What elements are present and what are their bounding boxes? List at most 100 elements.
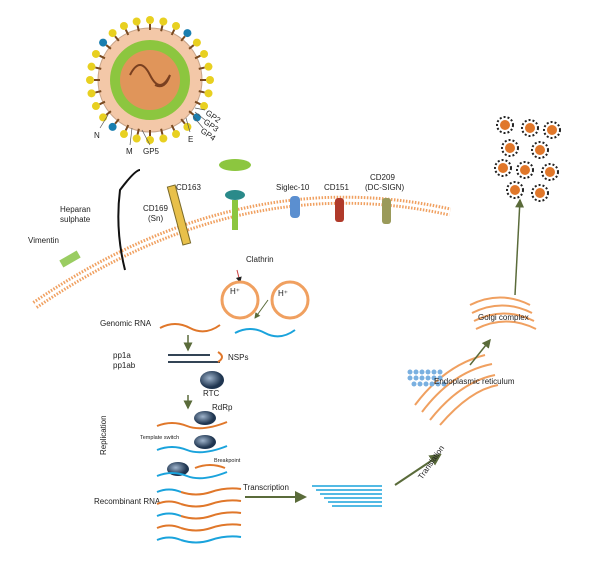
label-translation: Translation bbox=[416, 444, 446, 481]
spike-stalk bbox=[180, 35, 186, 42]
spike-head bbox=[108, 122, 117, 131]
virion-core bbox=[535, 188, 545, 198]
label-rtc: RTC bbox=[203, 389, 220, 398]
siglec-10-receptor bbox=[290, 196, 300, 218]
virion-particle bbox=[521, 119, 539, 137]
spike-head bbox=[132, 134, 141, 143]
spike-head bbox=[159, 134, 168, 143]
rna-segment bbox=[180, 523, 242, 532]
ribosome bbox=[423, 381, 429, 387]
ribosomes bbox=[407, 369, 447, 387]
ribosome bbox=[431, 375, 437, 381]
label-pp1a: pp1a bbox=[113, 351, 131, 360]
virion-core bbox=[498, 163, 508, 173]
virion-core bbox=[520, 165, 530, 175]
label-sn: (Sn) bbox=[148, 214, 163, 223]
spike-stalk bbox=[180, 118, 186, 125]
endosome-1 bbox=[220, 280, 260, 320]
spike-stalk bbox=[170, 124, 176, 131]
virion-particle bbox=[516, 161, 534, 179]
virion-core bbox=[510, 185, 520, 195]
virion-particle bbox=[541, 163, 559, 181]
rna-segment bbox=[156, 512, 182, 517]
spike-stalk bbox=[188, 44, 195, 50]
rna-segment bbox=[180, 487, 242, 496]
virion: N M GP5 E GP2 GP3 GP4 bbox=[86, 16, 223, 156]
spike-stalk bbox=[198, 90, 205, 94]
recombinant-rna-strands bbox=[156, 487, 242, 544]
ribosome bbox=[431, 369, 437, 375]
rna-segment bbox=[180, 535, 242, 544]
virion-core bbox=[545, 167, 555, 177]
label-sulphate: sulphate bbox=[60, 215, 91, 224]
label-replication: Replication bbox=[99, 415, 108, 455]
virion-core bbox=[500, 120, 510, 130]
label-e: E bbox=[188, 135, 193, 144]
virion-particle bbox=[494, 159, 512, 177]
spike-head bbox=[119, 130, 128, 139]
cell-membrane bbox=[32, 195, 451, 309]
spike-stalk bbox=[95, 66, 102, 70]
subgenomic-rnas bbox=[312, 485, 382, 507]
spike-stalk bbox=[160, 128, 164, 135]
label-vimentin: Vimentin bbox=[28, 236, 59, 245]
ribosome bbox=[441, 381, 447, 387]
cd169-receptor bbox=[166, 184, 192, 246]
rna-segment bbox=[156, 536, 182, 541]
receptors: Heparan sulphate Vimentin CD169 (Sn) CD1… bbox=[28, 159, 404, 271]
spike-stalk bbox=[105, 110, 112, 116]
cd163-receptor bbox=[219, 159, 251, 171]
virion-core bbox=[547, 125, 557, 135]
spike-head bbox=[200, 49, 209, 58]
spike-head bbox=[172, 130, 181, 139]
label-breakpoint: Breakpoint bbox=[214, 458, 241, 464]
spike-head bbox=[86, 76, 94, 84]
rna-segment bbox=[180, 499, 242, 508]
spike-head bbox=[200, 102, 209, 111]
spike-head bbox=[204, 89, 213, 98]
label-cd169: CD169 bbox=[143, 204, 168, 213]
rna-segment bbox=[156, 524, 182, 529]
spike-head bbox=[146, 136, 154, 144]
spike-head bbox=[119, 21, 128, 30]
label-siglec: Siglec-10 bbox=[276, 183, 310, 192]
ribosome bbox=[419, 375, 425, 381]
virion-particle bbox=[501, 139, 519, 157]
spike-stalk bbox=[160, 25, 164, 32]
spike-stalk bbox=[114, 35, 120, 42]
endosome-2 bbox=[270, 280, 310, 320]
vimentin-receptor bbox=[59, 250, 81, 268]
rna-segment bbox=[156, 488, 182, 493]
spike-head bbox=[108, 29, 117, 38]
spike-stalk bbox=[99, 100, 106, 106]
spike-stalk bbox=[188, 110, 195, 116]
spike-stalk bbox=[95, 90, 102, 94]
virion-core bbox=[535, 145, 545, 155]
label-rdrp: RdRp bbox=[212, 403, 233, 412]
ribosome bbox=[419, 369, 425, 375]
spike-stalk bbox=[114, 118, 120, 125]
ribosome bbox=[407, 369, 413, 375]
pathway: Transcription Translation Endoplasmic re… bbox=[243, 116, 561, 507]
ribosome bbox=[425, 375, 431, 381]
label-recombinant-rna: Recombinant RNA bbox=[94, 497, 161, 506]
virion-particle bbox=[543, 121, 561, 139]
label-golgi: Golgi complex bbox=[478, 313, 529, 322]
label-template-switch: Template switch bbox=[140, 435, 179, 441]
spike-stalk bbox=[136, 128, 140, 135]
label-cd151: CD151 bbox=[324, 183, 349, 192]
ribosome bbox=[413, 369, 419, 375]
spike-stalk bbox=[194, 54, 201, 60]
spike-head bbox=[159, 17, 168, 26]
spike-head bbox=[91, 102, 100, 111]
rna-segment bbox=[180, 511, 242, 520]
ribosome bbox=[417, 381, 423, 387]
replication-panel: Genomic RNA pp1a pp1ab NSPs RTC RdRp Tem… bbox=[94, 319, 296, 544]
endoplasmic-reticulum bbox=[414, 354, 499, 426]
label-dc-sign: (DC-SIGN) bbox=[365, 183, 404, 192]
spike-head bbox=[99, 113, 108, 122]
label-er: Endoplasmic reticulum bbox=[434, 377, 515, 386]
label-proton-1: H⁺ bbox=[230, 287, 240, 296]
label-pp1ab: pp1ab bbox=[113, 361, 136, 370]
